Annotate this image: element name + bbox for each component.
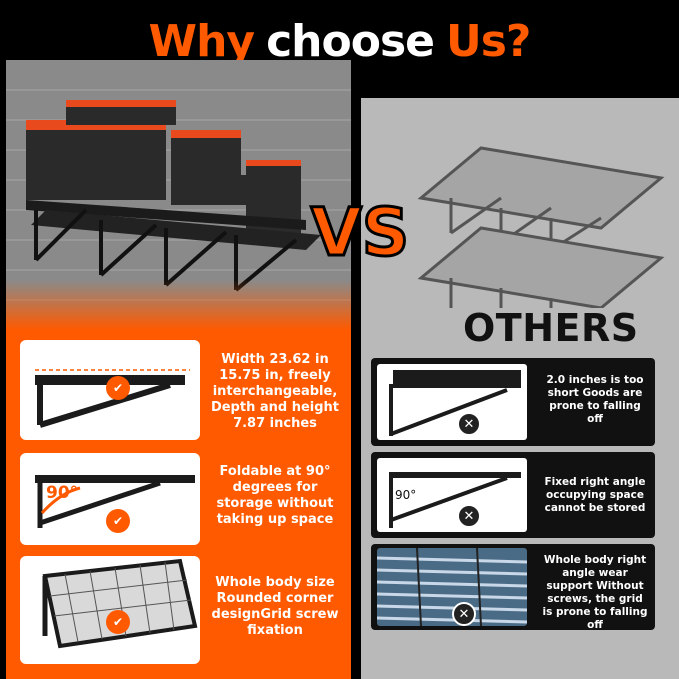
fixed-bracket-illustration: 90° ✕	[377, 458, 527, 532]
wire-grid-illustration: ✕	[377, 548, 527, 626]
feature-card-width: ✔	[20, 340, 200, 440]
check-icon: ✔	[106, 610, 130, 634]
check-icon: ✔	[106, 376, 130, 400]
title-word-choose: choose	[266, 15, 435, 67]
cross-icon: ✕	[452, 602, 476, 626]
page-title: Why choose Us?	[0, 0, 679, 82]
title-word-us: Us?	[446, 15, 531, 67]
competitor-shelves-illustration	[417, 146, 665, 308]
title-word-why: Why	[148, 15, 256, 67]
feature-text-foldable: Foldable at 90° degrees for storage with…	[216, 464, 334, 527]
cross-icon: ✕	[457, 504, 481, 528]
feature-card-foldable: 90° ✔	[20, 453, 200, 545]
vs-text: VS	[311, 194, 410, 271]
others-text-fixed: Fixed right angle occupying space cannot…	[544, 476, 646, 514]
vs-graphic: VS	[309, 193, 411, 273]
angle-label: 90°	[46, 483, 79, 503]
cross-icon: ✕	[457, 412, 481, 436]
others-card-fixed: 90° ✕ Fixed right angle occupying space …	[371, 452, 655, 538]
shelf-with-boxes-illustration	[6, 60, 351, 330]
feature-text-width: Width 23.62 in 15.75 in, freely intercha…	[210, 352, 340, 431]
feature-text-grid: Whole body size Rounded corner designGri…	[211, 575, 339, 638]
check-icon: ✔	[106, 509, 130, 533]
feature-card-grid: ✔	[20, 556, 200, 664]
others-card-grid: ✕ Whole body right angle wear support Wi…	[371, 544, 655, 630]
short-bracket-illustration: ✕	[377, 364, 527, 440]
grid-shelf-illustration	[42, 558, 198, 649]
others-heading: OTHERS	[463, 306, 639, 350]
foldable-bracket-illustration	[35, 475, 195, 528]
others-text-short: 2.0 inches is too short Goods are prone …	[546, 374, 644, 425]
others-text-grid: Whole body right angle wear support With…	[542, 554, 648, 630]
angle-label: 90°	[395, 488, 417, 502]
others-card-short: ✕ 2.0 inches is too short Goods are pron…	[371, 358, 655, 446]
